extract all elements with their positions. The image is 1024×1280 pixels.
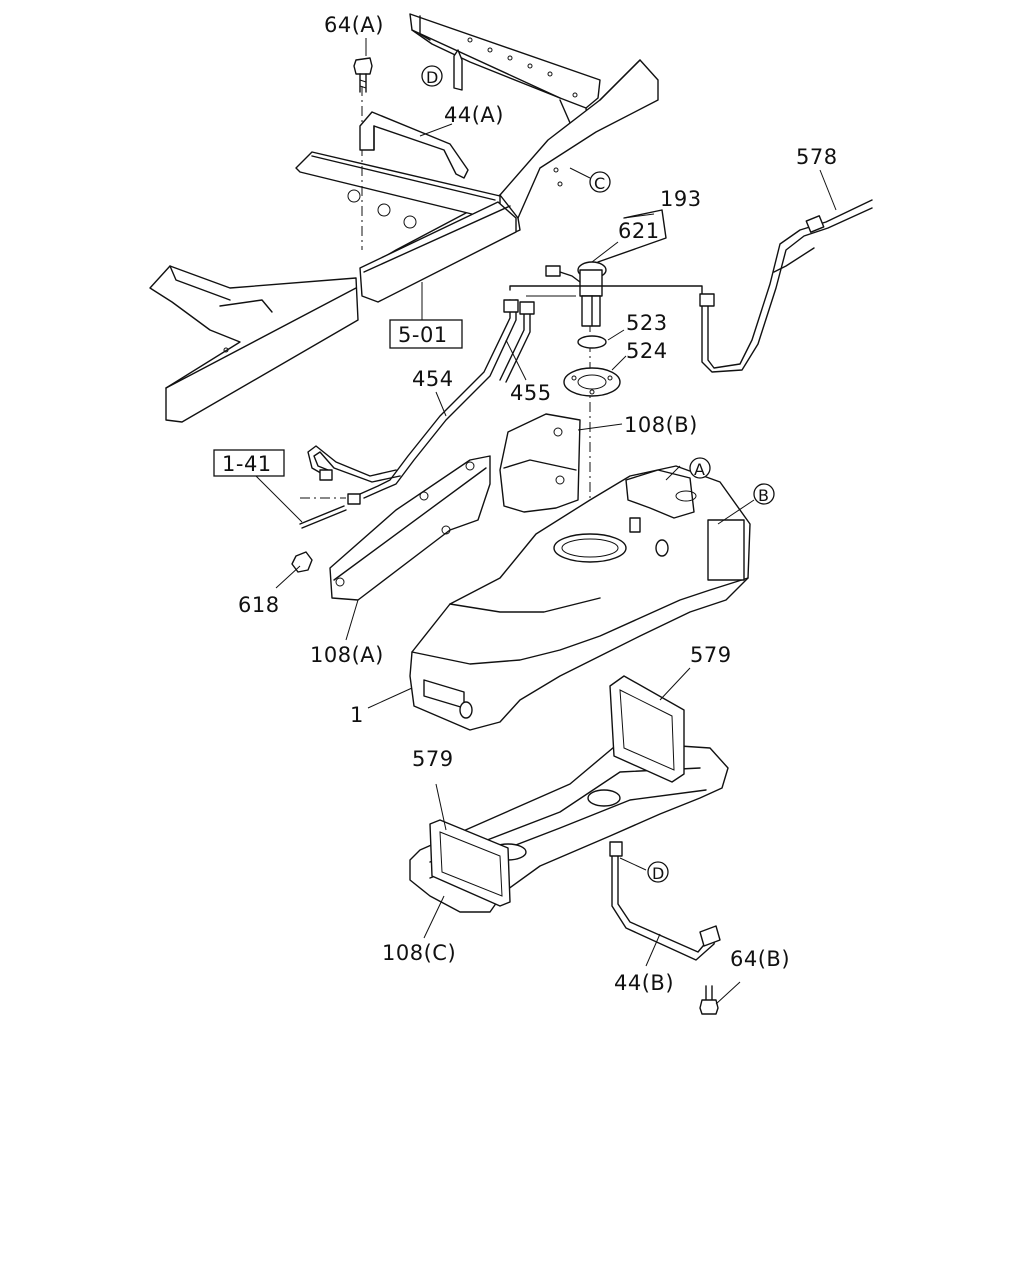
circled-letter-marker-d-bottom: D [647,861,669,883]
protector-108b [499,413,581,513]
o-ring-523 [577,335,607,349]
label-64a: 64(A) [324,13,384,37]
label-1-41: 1-41 [222,452,272,476]
protector-108a [329,455,491,601]
leader-lines [253,38,837,1005]
bolt-64a [353,57,373,93]
rod-1-41 [299,505,347,529]
strap-579-right [609,675,685,783]
label-108b: 108(B) [624,413,698,437]
fuel-hose-578 [699,199,873,373]
label-1: 1 [350,703,364,727]
label-5-01: 5-01 [398,323,448,347]
label-578: 578 [796,145,838,169]
label-579-right: 579 [690,643,732,667]
label-579-left: 579 [412,747,454,771]
strap-579-left [429,819,511,907]
label-64b: 64(B) [730,947,790,971]
frame-side-rail-left [149,265,359,423]
label-44b: 44(B) [614,971,674,995]
part-labels: 64(A) 44(A) 578 193 621 523 524 454 455 … [238,13,838,995]
boxed-reference-1-41: 1-41 [213,449,285,477]
circled-letter-marker-a: A [689,457,711,479]
label-108a: 108(A) [310,643,384,667]
label-455: 455 [510,381,552,405]
frame-main-rail [295,59,659,303]
label-108c: 108(C) [382,941,456,965]
circled-letter-marker-b: B [753,483,775,505]
clip-618 [291,551,313,573]
fuel-tank-1 [409,465,751,731]
label-523: 523 [626,311,668,335]
svg-text:D: D [652,864,665,883]
circled-letter-marker-c: C [589,171,611,193]
label-454: 454 [412,367,454,391]
retainer-ring-524 [563,367,621,397]
frame-crossmember-upper [409,13,601,133]
connector-621 [545,265,581,283]
bracket-44b [609,841,721,961]
bolt-64b [699,985,719,1015]
fuel-sender-193 [509,209,703,327]
bracket-44a [359,111,469,179]
fuel-pipe-454 [307,299,519,505]
label-621: 621 [618,219,660,243]
label-618: 618 [238,593,280,617]
label-524: 524 [626,339,668,363]
label-193: 193 [660,187,702,211]
svg-text:C: C [594,174,606,193]
label-44a: 44(A) [444,103,504,127]
fuel-pipe-455 [499,301,535,383]
boxed-reference-5-01: 5-01 [389,319,463,349]
svg-text:D: D [426,68,439,87]
svg-text:B: B [758,486,769,505]
svg-text:A: A [694,460,705,479]
circled-letter-marker-d-top: D [421,65,443,87]
